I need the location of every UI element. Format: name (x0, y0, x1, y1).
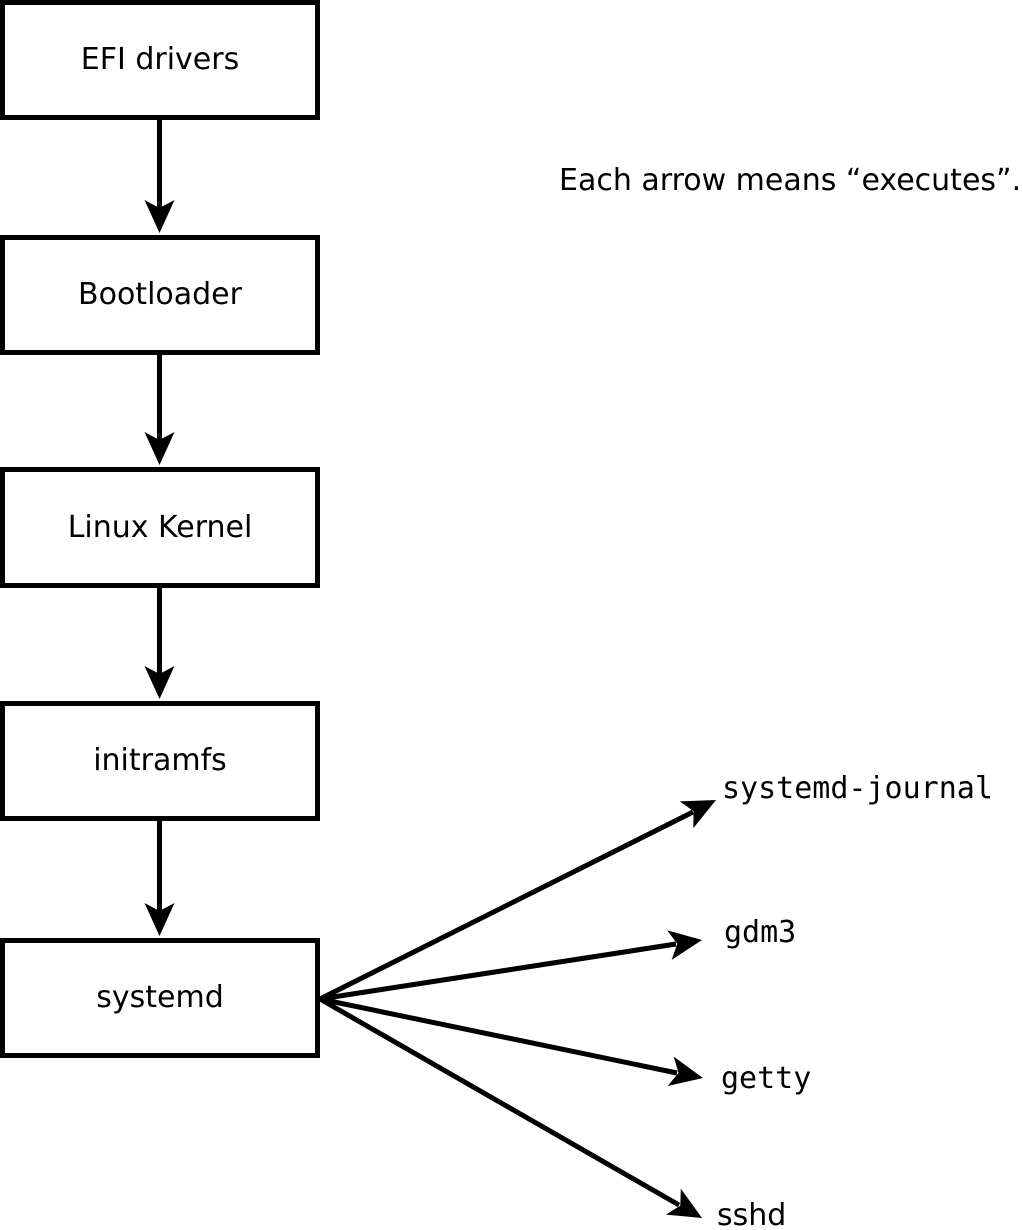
flow-box-label: EFI drivers (80, 42, 240, 77)
executes-arrow-systemd-to-gdm3 (319, 930, 702, 1002)
flow-box-label: systemd (96, 980, 224, 1015)
child-label-sshd: sshd (717, 1198, 787, 1230)
executes-arrow-bootloader-to-kernel (144, 355, 175, 465)
flow-box-label: Linux Kernel (67, 509, 253, 545)
executes-arrow-systemd-to-journal (318, 800, 716, 1002)
flow-box-linux-kernel: Linux Kernel (0, 467, 320, 588)
flow-box-label: initramfs (93, 743, 227, 778)
executes-arrow-initramfs-to-systemd (144, 821, 175, 936)
child-label-gdm3: gdm3 (724, 915, 797, 950)
flow-box-label: Bootloader (78, 277, 242, 312)
child-label-systemd-journal: systemd-journal (722, 771, 993, 806)
flow-box-bootloader: Bootloader (0, 235, 320, 355)
flow-box-systemd: systemd (0, 938, 320, 1058)
executes-arrow-efi-to-bootloader (144, 120, 175, 233)
arrow-legend-note: Each arrow means “executes”. (559, 163, 1022, 198)
executes-arrow-kernel-to-initramfs (144, 588, 175, 699)
executes-arrow-systemd-to-getty (319, 996, 703, 1086)
executes-arrow-systemd-to-sshd (318, 996, 702, 1218)
flow-box-efi-drivers: EFI drivers (0, 0, 320, 120)
flow-box-initramfs: initramfs (0, 701, 320, 821)
child-label-getty: getty (721, 1061, 812, 1096)
